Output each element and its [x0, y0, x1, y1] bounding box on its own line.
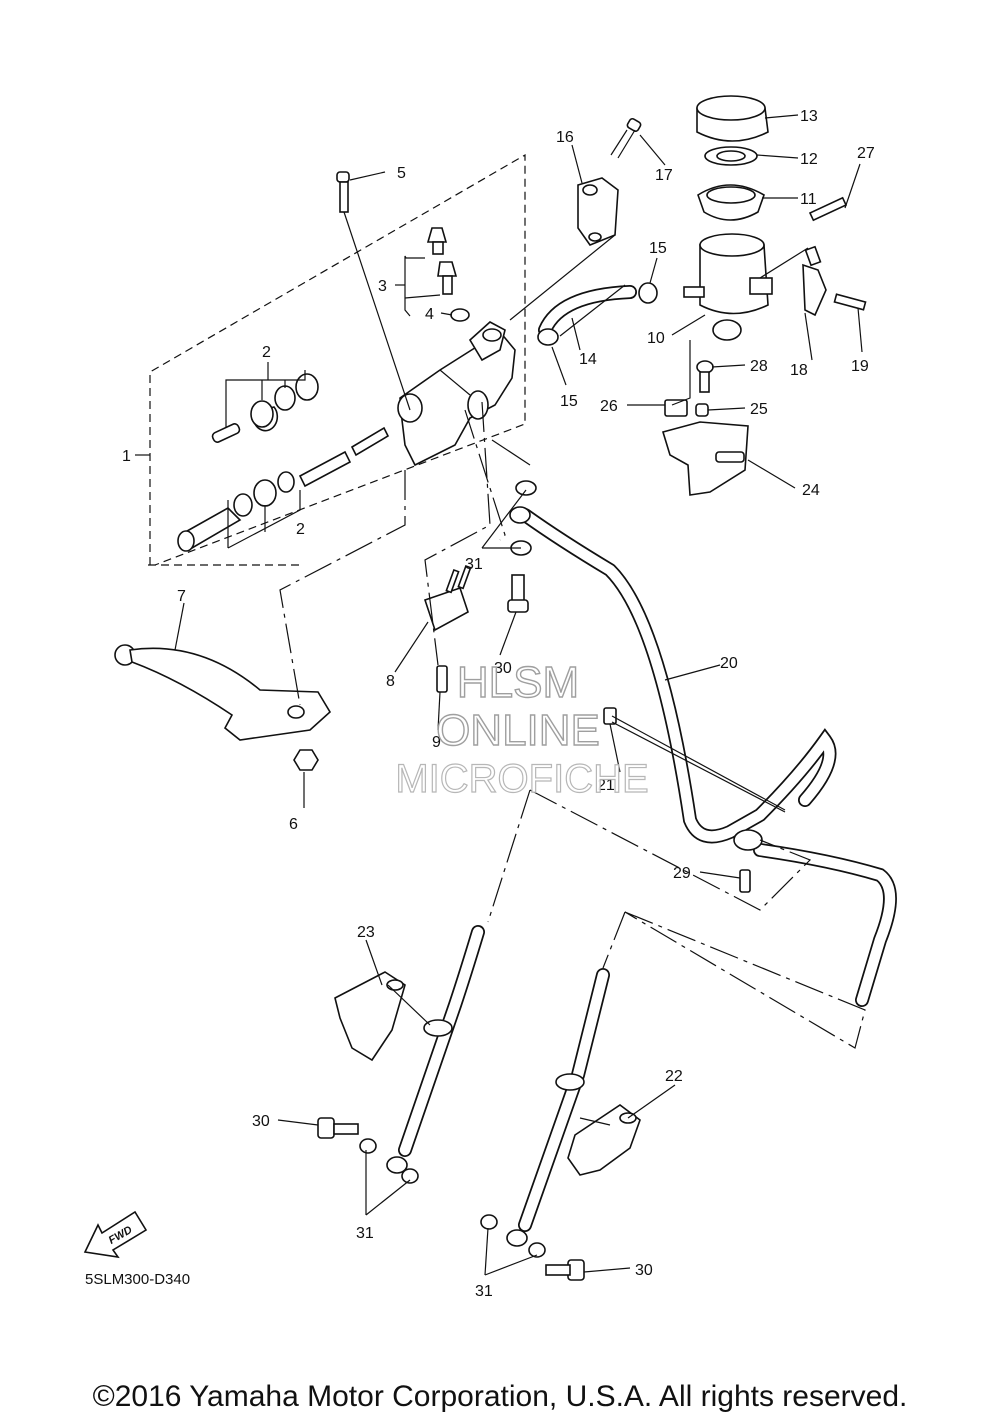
union-bolt-30-lower-right[interactable] [545, 1259, 585, 1281]
copyright-notice: ©2016 Yamaha Motor Corporation, U.S.A. A… [92, 1380, 908, 1413]
bolt-19[interactable] [833, 293, 867, 311]
leader-lines [135, 114, 863, 1276]
washer-31-lower-left[interactable] [359, 1138, 419, 1184]
union-bolt-30-lower-left[interactable] [317, 1117, 359, 1139]
callout-13: 13 [800, 108, 818, 125]
callout-7: 7 [177, 588, 186, 605]
callout-11: 11 [800, 191, 817, 208]
reservoir-hose-14[interactable] [538, 285, 637, 337]
brake-hose-20[interactable] [509, 506, 897, 1007]
piston-kit-lower[interactable] [177, 426, 390, 552]
screw-9[interactable] [436, 665, 448, 693]
collar-25[interactable] [695, 403, 709, 417]
callout-17: 17 [655, 167, 673, 184]
screw-28[interactable] [696, 360, 714, 393]
nut-6[interactable] [293, 749, 319, 771]
callout-28: 28 [750, 358, 768, 375]
plate-12[interactable] [704, 146, 758, 166]
callout-22: 22 [665, 1068, 683, 1085]
callout-3: 3 [378, 278, 387, 295]
watermark: HLSM ONLINE MICROFICHE [395, 657, 650, 801]
brake-switch-8[interactable] [423, 564, 472, 632]
watermark-line-2: ONLINE [436, 706, 600, 755]
callout-15-upper: 15 [649, 240, 667, 257]
callout-9: 9 [432, 734, 441, 751]
reservoir-bracket-24[interactable] [661, 421, 749, 496]
bolt-5[interactable] [336, 171, 411, 411]
callout-5: 5 [397, 165, 406, 182]
callout-24: 24 [802, 482, 820, 499]
callout-21: 21 [597, 777, 615, 794]
callout-23: 23 [357, 924, 375, 941]
connector-lines [279, 234, 866, 1049]
callout-labels: 1 2 2 3 4 5 6 7 8 9 10 11 12 13 14 15 15… [122, 108, 875, 1300]
reservoir-cap-13[interactable] [696, 95, 769, 142]
fwd-arrow-icon: FWD [83, 1210, 148, 1259]
clip-26[interactable] [664, 399, 688, 417]
callout-8: 8 [386, 673, 395, 690]
hose-holder-22[interactable] [567, 1104, 641, 1176]
callout-16: 16 [556, 129, 574, 146]
callout-14: 14 [579, 351, 597, 368]
reservoir-tank-10[interactable] [683, 233, 773, 341]
callout-19: 19 [851, 358, 869, 375]
union-bolt-30-upper[interactable] [507, 574, 529, 613]
holder-16[interactable] [577, 177, 619, 246]
brake-lever-7[interactable] [114, 644, 332, 741]
diagram-code: 5SLM300-D340 [85, 1271, 191, 1288]
callout-31-lower-left: 31 [356, 1225, 374, 1242]
brake-hose-lower-left[interactable] [386, 925, 485, 1174]
callout-30-lower-right: 30 [635, 1262, 653, 1279]
callout-26: 26 [600, 398, 618, 415]
piston-kit-upper[interactable] [211, 373, 319, 443]
callout-20: 20 [720, 655, 738, 672]
washer-31-lower-right[interactable] [480, 1214, 546, 1258]
callout-30-upper: 30 [494, 660, 512, 677]
callout-29: 29 [673, 865, 691, 882]
hose-holder-23[interactable] [334, 971, 406, 1062]
watermark-line-3: MICROFICHE [395, 757, 648, 801]
brake-hose-lower-right[interactable] [506, 968, 610, 1247]
callout-1: 1 [122, 448, 131, 465]
bolt-17[interactable] [610, 117, 642, 159]
callout-27: 27 [857, 145, 875, 162]
callout-31-lower-right: 31 [475, 1283, 493, 1300]
bracket-18[interactable] [802, 245, 827, 317]
hose-clip-15-upper[interactable] [638, 282, 658, 304]
callout-4: 4 [425, 306, 434, 323]
callout-18: 18 [790, 362, 808, 379]
hose-clip-15-lower[interactable] [537, 328, 559, 346]
bolt-29[interactable] [739, 869, 751, 893]
callout-25: 25 [750, 401, 768, 418]
callout-2-upper: 2 [262, 344, 271, 361]
callout-12: 12 [800, 151, 818, 168]
assembly-outline-1 [148, 153, 526, 566]
callout-15-lower: 15 [560, 393, 578, 410]
callout-6: 6 [289, 816, 298, 833]
callout-10: 10 [647, 330, 665, 347]
diaphragm-11[interactable] [697, 184, 765, 221]
bleed-screw-3[interactable] [426, 227, 470, 322]
callout-31-upper: 31 [465, 556, 483, 573]
watermark-line-1: HLSM [457, 658, 579, 707]
callout-2-lower: 2 [296, 521, 305, 538]
callout-30-lower-left: 30 [252, 1113, 270, 1130]
screw-27[interactable] [808, 196, 848, 222]
